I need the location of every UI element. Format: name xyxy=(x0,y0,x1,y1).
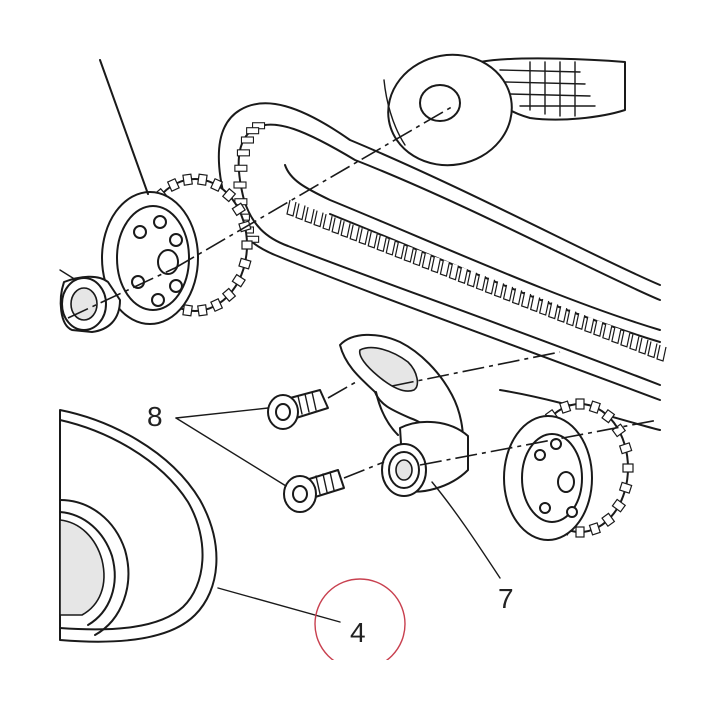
callout-leaders xyxy=(175,407,501,623)
belt-tooth xyxy=(233,181,247,189)
leader-8-lower xyxy=(175,417,287,487)
belt-tooth xyxy=(538,298,550,316)
belt-tooth xyxy=(457,267,469,284)
belt-tooth xyxy=(403,245,414,263)
sprocket-tooth xyxy=(575,526,585,538)
sprocket-tooth xyxy=(611,498,627,513)
belt-tooth xyxy=(412,249,423,267)
belt-tooth xyxy=(448,263,460,281)
belt-tooth xyxy=(246,127,260,135)
belt-tooth xyxy=(557,305,568,323)
bolt-lower xyxy=(283,461,385,513)
callout-4: 4 xyxy=(350,617,366,648)
sprocket-tooth xyxy=(197,304,208,317)
sprocket-tooth xyxy=(182,173,193,186)
sprocket-tooth xyxy=(559,400,572,414)
sprocket-tooth xyxy=(210,298,224,313)
belt-tooth xyxy=(475,274,487,292)
sprocket-tooth xyxy=(231,273,246,288)
belt-tooth xyxy=(358,228,369,246)
sprocket-tooth xyxy=(166,177,180,192)
belt-tooth xyxy=(240,136,255,144)
large-pulley-cover xyxy=(59,409,218,643)
sprocket-tooth xyxy=(197,173,208,186)
left-sprocket-leader-line xyxy=(99,59,149,195)
belt-tooth xyxy=(511,288,523,306)
sprocket-tooth xyxy=(221,187,237,203)
center-lines xyxy=(67,104,659,466)
sprocket-tooth xyxy=(618,442,633,455)
belt-tooth xyxy=(602,323,613,341)
highlight-circle-cutoff xyxy=(300,660,420,700)
belt-tooth xyxy=(566,309,577,327)
bushing xyxy=(59,269,121,333)
sprocket-tooth xyxy=(221,287,237,303)
right-sprocket xyxy=(503,398,634,541)
belt-tooth xyxy=(286,199,297,217)
belt-tooth xyxy=(304,206,315,224)
belt-tooth xyxy=(439,259,451,277)
sprocket-tooth xyxy=(622,463,634,473)
belt-tooth xyxy=(620,330,631,348)
belt-tooth xyxy=(575,313,586,330)
sprocket-tooth xyxy=(618,481,633,494)
belt-tooth xyxy=(295,203,306,221)
belt-tooth xyxy=(421,252,432,270)
sprocket-tooth xyxy=(231,202,246,217)
bolt-upper xyxy=(267,381,357,430)
belt-tooth xyxy=(331,217,342,235)
left-sprocket xyxy=(99,59,253,325)
belt-tooth xyxy=(638,337,649,355)
belt-tooth xyxy=(484,277,496,295)
belt-tooth xyxy=(430,256,441,274)
belt-tooth xyxy=(629,334,640,352)
belt-tooth xyxy=(367,231,378,249)
belt-tooth xyxy=(340,221,351,239)
leader-4 xyxy=(217,587,341,623)
sprocket-tooth xyxy=(601,408,616,424)
belt-tooth xyxy=(656,344,667,362)
belt-tooth xyxy=(593,320,604,338)
belt-tooth xyxy=(502,284,514,302)
belt-tooth xyxy=(385,238,396,256)
belt-tooth xyxy=(376,235,387,253)
sprocket-tooth xyxy=(588,522,601,536)
leader-7 xyxy=(431,481,501,579)
tensioner-roller xyxy=(381,420,469,497)
sprocket-tooth xyxy=(238,257,252,270)
sprocket-tooth xyxy=(241,240,253,250)
leader-8-upper xyxy=(175,407,269,419)
belt-tooth xyxy=(394,242,405,260)
callout-8: 8 xyxy=(147,401,163,432)
belt-tooth xyxy=(493,281,505,299)
callout-7: 7 xyxy=(498,583,514,614)
belt-tooth xyxy=(520,291,532,309)
timing-belt xyxy=(217,102,667,431)
belt-tooth xyxy=(466,270,478,288)
upper-right-pulley xyxy=(383,53,626,167)
belt-tooth xyxy=(313,210,324,228)
sprocket-tooth xyxy=(588,400,601,414)
belt-tooth xyxy=(584,316,595,334)
upper-pulley-teeth xyxy=(499,61,596,117)
belt-tooth xyxy=(236,149,250,157)
belt-tooth xyxy=(611,327,622,345)
belt-tooth xyxy=(234,164,248,172)
sprocket-tooth xyxy=(575,398,585,410)
belt-tooth xyxy=(349,224,360,242)
belt-tooth xyxy=(647,341,658,359)
belt-teeth xyxy=(233,122,667,362)
sprocket-tooth xyxy=(601,512,616,528)
belt-tooth xyxy=(322,214,333,231)
sprocket-tooth xyxy=(182,304,193,317)
sprocket-tooth xyxy=(210,177,224,192)
belt-tooth xyxy=(548,302,559,320)
belt-tooth xyxy=(529,295,541,313)
